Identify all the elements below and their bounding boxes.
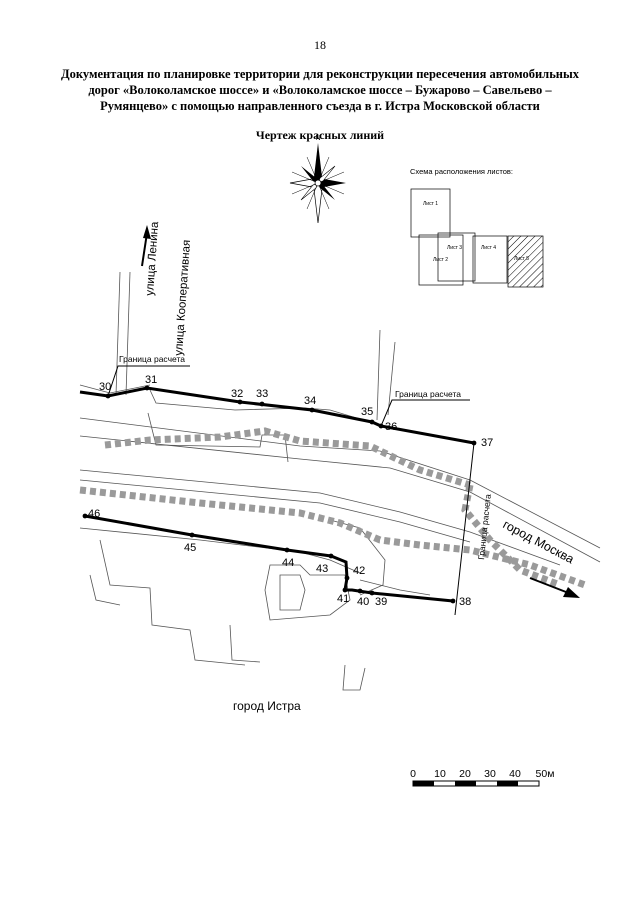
point-38-label: 38	[459, 596, 471, 608]
scale-tick-20: 20	[459, 768, 471, 780]
zone-dashed-line	[79, 427, 587, 589]
point-36-marker	[378, 423, 384, 429]
compass-rose-icon: N	[289, 135, 346, 224]
point-39-marker	[369, 590, 375, 596]
base-map-lines	[79, 271, 601, 691]
drawing-title: Чертеж красных линий	[255, 128, 385, 142]
sheet-2-label: Лист 2	[433, 257, 448, 263]
point-34-label: 34	[304, 395, 316, 407]
point-30-marker	[105, 393, 111, 399]
direction-arrow-icon	[141, 225, 151, 267]
sheet-2-frame	[418, 234, 464, 286]
boundary-leader-left	[107, 365, 190, 397]
boundary-label-right: Граница расчета	[395, 389, 461, 399]
point-40-label: 40	[357, 596, 369, 608]
point-43-label: 43	[316, 563, 328, 575]
point-46-label: 46	[88, 508, 100, 520]
point-45-marker	[189, 532, 195, 538]
point-35-marker	[369, 419, 375, 425]
scale-tick-50: 50м	[536, 768, 555, 780]
boundary-label-left: Граница расчета	[119, 354, 185, 364]
point-37-label: 37	[481, 437, 493, 449]
point-32-label: 32	[231, 388, 243, 400]
page-number: 18	[314, 38, 326, 52]
sheet-5-label: Лист 5	[514, 256, 529, 262]
point-46-marker	[82, 513, 88, 519]
point-42-label: 42	[353, 565, 365, 577]
vertical-boundary-line	[454, 442, 475, 616]
sheet-1-label: Лист 1	[423, 201, 438, 207]
street-kooperativnaya-label: улица Кооперативная	[173, 239, 193, 356]
scale-tick-10: 10	[434, 768, 446, 780]
sheet-layout-inset: Схема расположения листов: Лист 1 Лист 2…	[410, 167, 544, 288]
point-45-label: 45	[184, 542, 196, 554]
point-41-marker	[342, 587, 348, 593]
point-35-label: 35	[361, 406, 373, 418]
sheet-5-frame	[507, 235, 544, 288]
point-43-marker	[328, 553, 334, 559]
sheet-4-label: Лист 4	[481, 245, 496, 251]
boundary-label-vertical: Граница расчета	[476, 493, 493, 560]
inset-title: Схема расположения листов:	[410, 167, 513, 176]
scale-tick-0: 0	[410, 768, 416, 780]
point-33-label: 33	[256, 388, 268, 400]
red-lines	[79, 386, 475, 603]
point-39-label: 39	[375, 596, 387, 608]
sheet-4-frame	[472, 235, 508, 284]
point-37-marker	[471, 440, 477, 446]
point-31-marker	[144, 385, 150, 391]
point-30-label: 30	[99, 381, 111, 393]
point-34-marker	[309, 407, 315, 413]
compass-north-label: N	[315, 135, 320, 142]
city-istra-label: город Истра	[233, 699, 301, 713]
point-31-label: 31	[145, 374, 157, 386]
document-title: Документация по планировке территории дл…	[60, 67, 580, 113]
point-32-marker	[237, 399, 243, 405]
point-38-marker	[450, 598, 456, 604]
point-36-label: 36	[385, 421, 397, 433]
street-lenina-label: улица Ленина	[144, 221, 161, 297]
scale-tick-40: 40	[509, 768, 521, 780]
moscow-arrow-icon	[529, 577, 580, 598]
sheet-3-label: Лист 3	[447, 245, 462, 251]
point-41-label: 41	[337, 593, 349, 605]
scale-bar: 0 10 20 30 40 50м	[410, 768, 555, 787]
boundary-leader-right	[380, 399, 470, 427]
point-44-label: 44	[282, 557, 294, 569]
point-42-marker	[344, 575, 350, 581]
point-40-marker	[357, 588, 363, 594]
sheet-1-frame	[410, 188, 451, 238]
scale-tick-30: 30	[484, 768, 496, 780]
red-line-points	[82, 385, 477, 604]
point-44-marker	[284, 547, 290, 553]
sheet-3-frame	[437, 232, 476, 282]
point-33-marker	[259, 401, 265, 407]
